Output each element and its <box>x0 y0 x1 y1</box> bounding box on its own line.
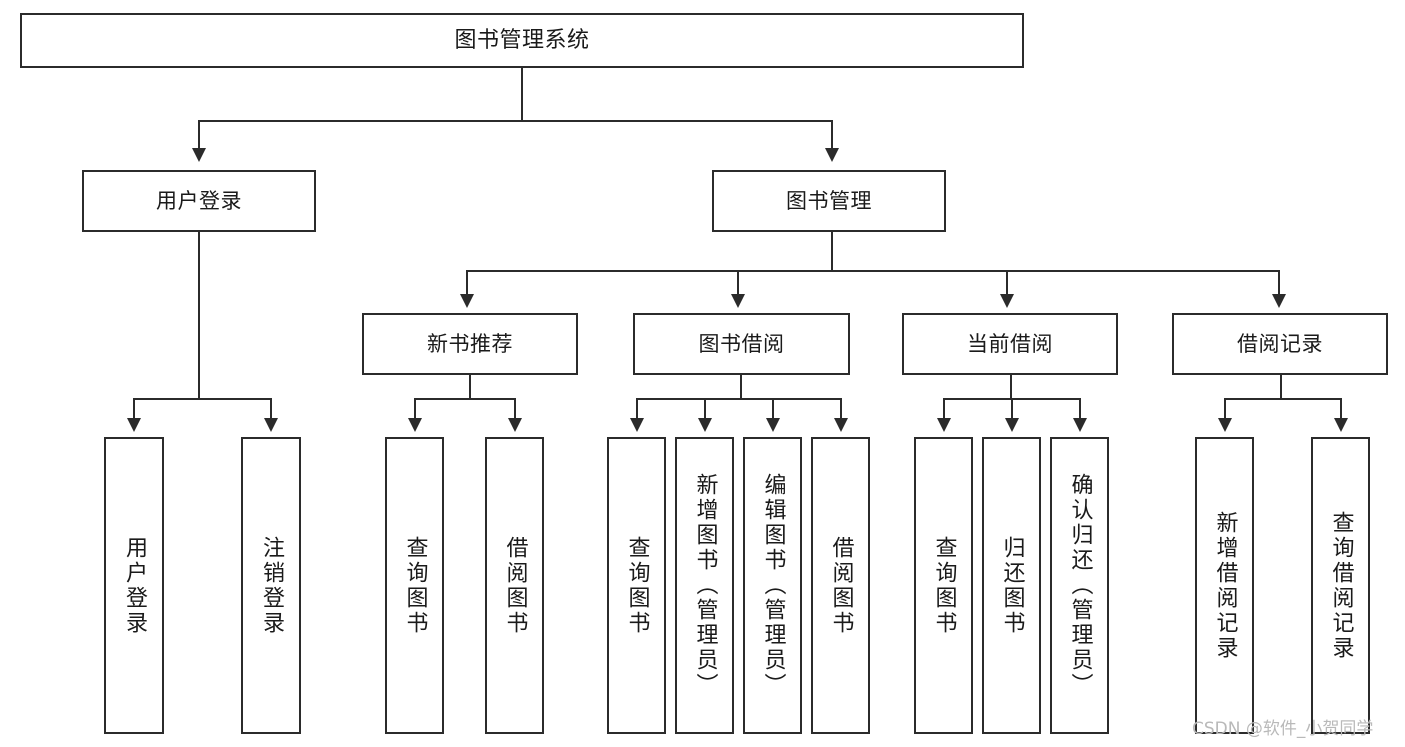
node-book-manage[interactable]: 图书管理 <box>712 170 946 232</box>
node-label: 新增借阅记录 <box>1212 510 1238 661</box>
arrow-book-manage-icon <box>825 148 839 162</box>
connector-br-bus <box>1224 398 1341 400</box>
connector-drop-book-manage <box>831 120 833 150</box>
node-label: 图书管理系统 <box>454 27 590 53</box>
node-label: 借阅记录 <box>1237 331 1323 356</box>
node-leaf-edit-book[interactable]: 编辑图书（管理员） <box>743 437 802 734</box>
node-label: 查询图书 <box>402 535 428 636</box>
connector-cb-stem <box>1010 375 1012 400</box>
node-new-book-recommend[interactable]: 新书推荐 <box>362 313 578 375</box>
node-leaf-add-record[interactable]: 新增借阅记录 <box>1195 437 1254 734</box>
connector-drop-query-book-2 <box>636 398 638 420</box>
node-borrow-record[interactable]: 借阅记录 <box>1172 313 1388 375</box>
arrow-query-book-1-icon <box>408 418 422 432</box>
connector-drop-book-borrow <box>737 270 739 296</box>
connector-drop-new-book-recommend <box>466 270 468 296</box>
node-label: 新增图书（管理员） <box>692 473 718 698</box>
connector-drop-query-book-3 <box>943 398 945 420</box>
node-label: 图书管理 <box>786 188 872 213</box>
node-leaf-add-book[interactable]: 新增图书（管理员） <box>675 437 734 734</box>
node-label: 查询图书 <box>624 535 650 636</box>
arrow-return-book-icon <box>1005 418 1019 432</box>
node-label: 编辑图书（管理员） <box>760 473 786 698</box>
connector-drop-borrow-book-1 <box>514 398 516 420</box>
watermark-text: CSDN @软件_小贺同学 <box>1192 719 1374 739</box>
connector-drop-borrow-book-2 <box>840 398 842 420</box>
node-current-borrow[interactable]: 当前借阅 <box>902 313 1118 375</box>
connector-book-manage-stem <box>831 232 833 272</box>
arrow-current-borrow-icon <box>1000 294 1014 308</box>
arrow-query-book-2-icon <box>630 418 644 432</box>
connector-drop-leaf-user-logout <box>270 398 272 420</box>
arrow-query-record-icon <box>1334 418 1348 432</box>
connector-user-login-bus <box>133 398 272 400</box>
node-label: 图书借阅 <box>698 331 785 356</box>
node-label: 借阅图书 <box>828 535 854 636</box>
node-leaf-user-logout[interactable]: 注销登录 <box>241 437 301 734</box>
node-leaf-confirm-return[interactable]: 确认归还（管理员） <box>1050 437 1109 734</box>
arrow-add-record-icon <box>1218 418 1232 432</box>
arrow-borrow-book-2-icon <box>834 418 848 432</box>
arrow-add-book-icon <box>698 418 712 432</box>
node-label: 归还图书 <box>999 535 1025 636</box>
connector-nbr-bus <box>414 398 516 400</box>
arrow-borrow-record-icon <box>1272 294 1286 308</box>
connector-drop-add-record <box>1224 398 1226 420</box>
arrow-book-borrow-icon <box>731 294 745 308</box>
arrow-query-book-3-icon <box>937 418 951 432</box>
connector-drop-borrow-record <box>1278 270 1280 296</box>
node-label: 注销登录 <box>259 535 284 636</box>
connector-drop-query-record <box>1340 398 1342 420</box>
connector-root-bus <box>198 120 833 122</box>
connector-drop-edit-book <box>772 398 774 420</box>
connector-drop-current-borrow <box>1006 270 1008 296</box>
node-label: 当前借阅 <box>967 331 1053 356</box>
connector-user-login-stem <box>198 232 200 400</box>
connector-drop-query-book-1 <box>414 398 416 420</box>
connector-drop-user-login <box>198 120 200 150</box>
node-leaf-query-book-2[interactable]: 查询图书 <box>607 437 666 734</box>
node-leaf-return-book[interactable]: 归还图书 <box>982 437 1041 734</box>
node-book-borrow[interactable]: 图书借阅 <box>633 313 850 375</box>
node-leaf-borrow-book-2[interactable]: 借阅图书 <box>811 437 870 734</box>
node-label: 用户登录 <box>122 535 147 636</box>
connector-br-stem <box>1280 375 1282 400</box>
node-leaf-borrow-book-1[interactable]: 借阅图书 <box>485 437 544 734</box>
node-root-library-system[interactable]: 图书管理系统 <box>20 13 1024 68</box>
connector-root-stem <box>521 68 523 120</box>
arrow-leaf-user-login-icon <box>127 418 141 432</box>
arrow-confirm-return-icon <box>1073 418 1087 432</box>
node-leaf-query-book-3[interactable]: 查询图书 <box>914 437 973 734</box>
arrow-user-login-icon <box>192 148 206 162</box>
connector-bb-bus <box>636 398 842 400</box>
node-label: 查询图书 <box>931 535 957 636</box>
connector-nbr-stem <box>469 375 471 400</box>
node-label: 查询借阅记录 <box>1328 510 1354 661</box>
node-user-login[interactable]: 用户登录 <box>82 170 316 232</box>
connector-drop-return-book <box>1011 398 1013 420</box>
arrow-edit-book-icon <box>766 418 780 432</box>
node-label: 新书推荐 <box>427 331 513 356</box>
node-label: 确认归还（管理员） <box>1067 473 1093 698</box>
arrow-leaf-user-logout-icon <box>264 418 278 432</box>
node-leaf-query-book-1[interactable]: 查询图书 <box>385 437 444 734</box>
connector-drop-leaf-user-login <box>133 398 135 420</box>
node-leaf-user-login[interactable]: 用户登录 <box>104 437 164 734</box>
node-leaf-query-record[interactable]: 查询借阅记录 <box>1311 437 1370 734</box>
node-label: 用户登录 <box>156 188 242 213</box>
connector-bb-stem <box>740 375 742 400</box>
node-label: 借阅图书 <box>502 535 528 636</box>
connector-drop-add-book <box>704 398 706 420</box>
connector-drop-confirm-return <box>1079 398 1081 420</box>
arrow-new-book-recommend-icon <box>460 294 474 308</box>
connector-level2-bus <box>466 270 1280 272</box>
arrow-borrow-book-1-icon <box>508 418 522 432</box>
